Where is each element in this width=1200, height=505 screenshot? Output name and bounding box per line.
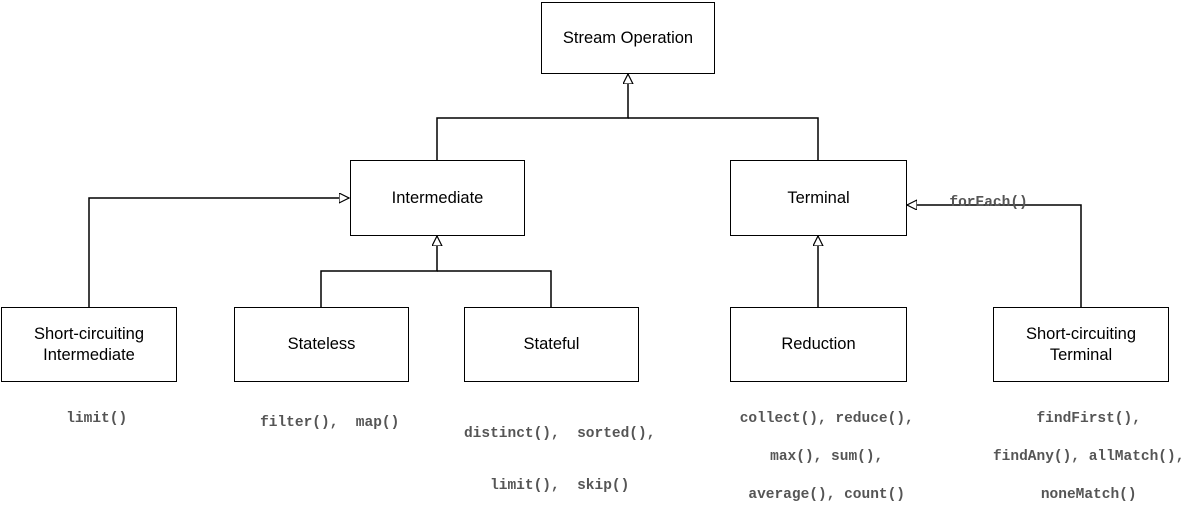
edge-stateful-to-intermediate	[437, 270, 552, 307]
stateless-methods-line1: filter(), map()	[260, 415, 400, 431]
reduction-methods: collect(), reduce(), max(), sum(), avera…	[700, 391, 936, 505]
stateful-node: Stateful	[464, 307, 639, 382]
short-terminal-methods-line2: findAny(), allMatch(),	[992, 449, 1185, 465]
reduction-node: Reduction	[730, 307, 907, 382]
edge-short-intermediate-to-intermediate	[88, 198, 349, 307]
reduction-methods-line2: max(), sum(),	[770, 449, 884, 465]
short-circuiting-intermediate-label-line1: Short-circuiting	[33, 324, 145, 343]
stream-operation-label: Stream Operation	[562, 28, 694, 47]
short-terminal-methods-line1: findFirst(),	[1036, 411, 1141, 427]
short-circuiting-intermediate-label-line2: Intermediate	[43, 345, 135, 364]
reduction-methods-line1: collect(), reduce(),	[739, 411, 914, 427]
stateless-methods: filter(), map()	[200, 395, 442, 433]
edge-short-terminal-to-terminal	[907, 205, 1082, 307]
stream-operation-node: Stream Operation	[541, 2, 715, 74]
inheritance-diagram	[88, 0, 1082, 307]
edge-stateless-to-intermediate	[320, 236, 437, 307]
stateless-node: Stateless	[234, 307, 409, 382]
intermediate-label: Intermediate	[391, 188, 484, 207]
short-circuiting-terminal-label-line1: Short-circuiting	[1025, 324, 1137, 343]
terminal-foreach-method: forEach()	[932, 175, 1028, 213]
short-intermediate-methods: limit()	[0, 391, 176, 429]
stateful-methods-line2: limit(), skip()	[490, 478, 630, 494]
terminal-foreach-label: forEach()	[949, 195, 1028, 211]
short-terminal-methods: findFirst(), findAny(), allMatch(), none…	[960, 391, 1200, 505]
stateful-methods: distinct(), sorted(), limit(), skip()	[420, 395, 682, 499]
stateful-methods-line1: distinct(), sorted(),	[463, 426, 656, 442]
short-circuiting-intermediate-node: Short-circuiting Intermediate	[1, 307, 177, 382]
edge-intermediate-to-root	[436, 74, 628, 160]
intermediate-node: Intermediate	[350, 160, 525, 236]
reduction-label: Reduction	[781, 335, 856, 353]
edge-terminal-to-root	[628, 117, 819, 160]
short-terminal-methods-line3: noneMatch()	[1040, 487, 1137, 503]
short-intermediate-method-limit: limit()	[66, 411, 128, 427]
stateful-label: Stateful	[523, 335, 580, 353]
stateless-label: Stateless	[287, 335, 356, 353]
terminal-label: Terminal	[787, 188, 850, 207]
short-circuiting-terminal-node: Short-circuiting Terminal	[993, 307, 1169, 382]
terminal-node: Terminal	[730, 160, 907, 236]
short-circuiting-terminal-label-line2: Terminal	[1049, 345, 1113, 364]
reduction-methods-line3: average(), count()	[748, 487, 906, 503]
